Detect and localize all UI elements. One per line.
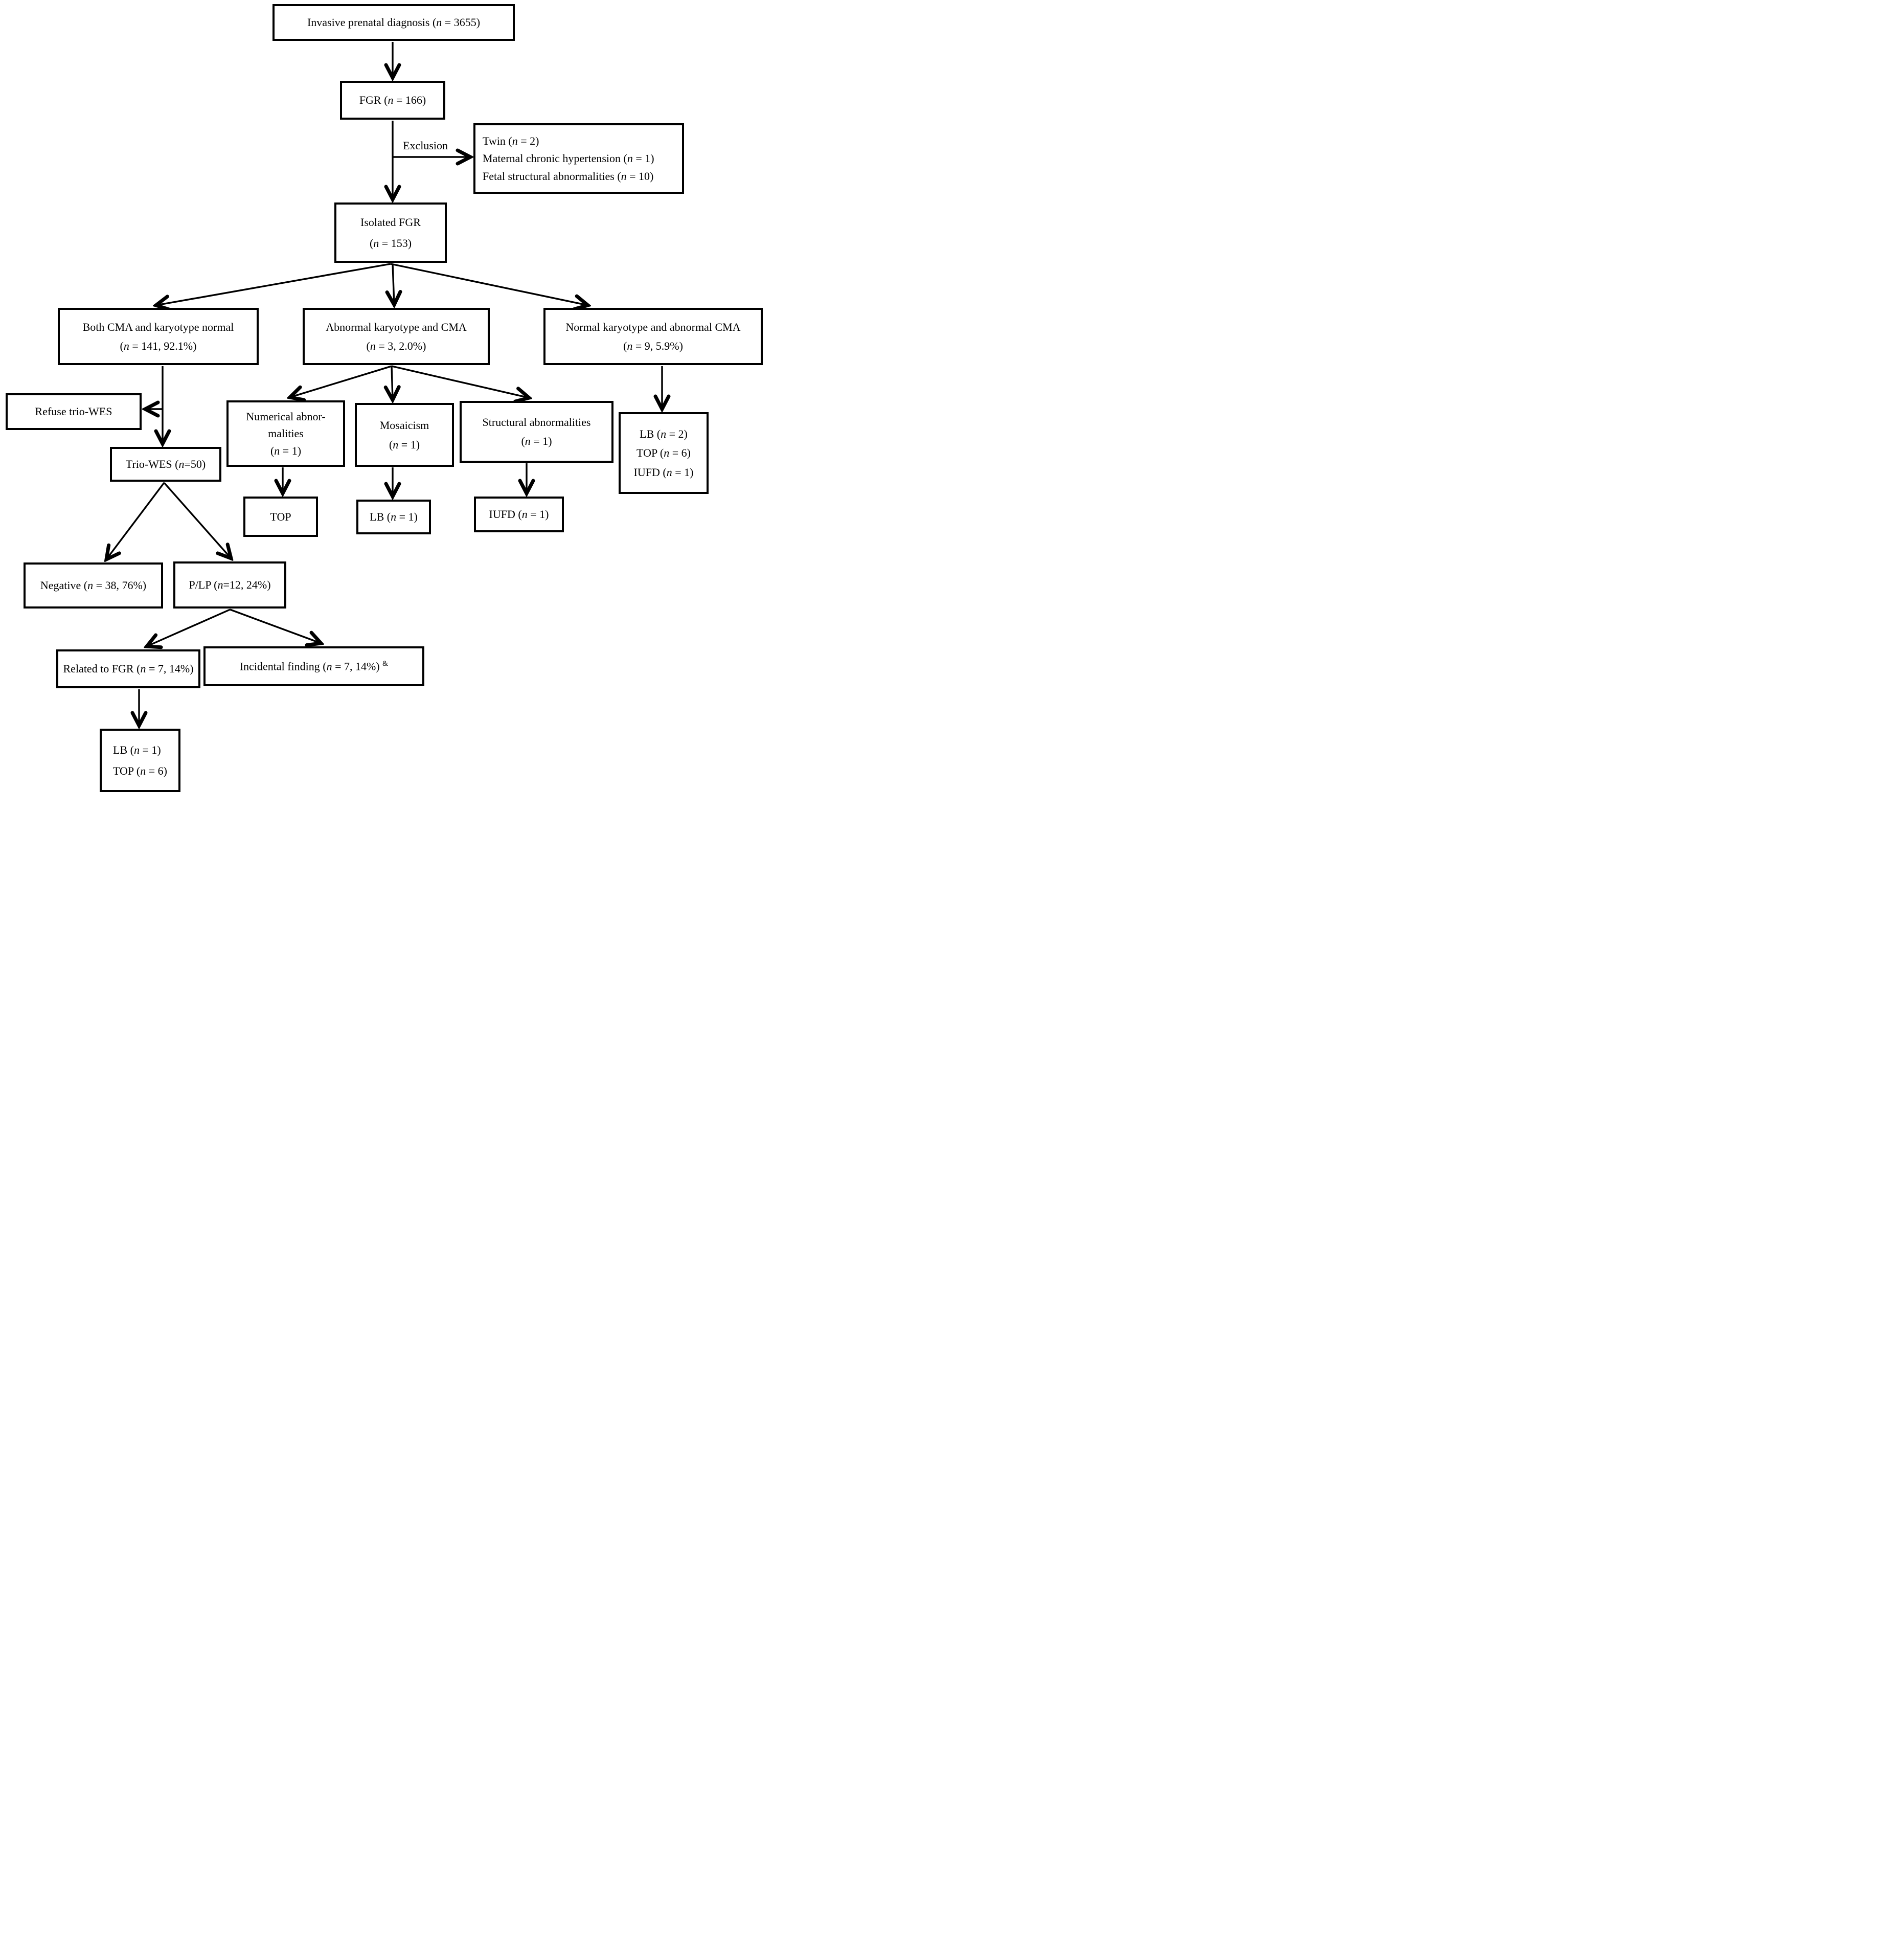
node-label: Twin (n = 2) (483, 134, 539, 147)
node-iufd-1: IUFD (n = 1) (474, 497, 564, 532)
node-label: Related to FGR (n = 7, 14%) (63, 662, 194, 675)
node-label: Mosaicism (379, 418, 429, 432)
node-label: Invasive prenatal diagnosis (n = 3655) (307, 16, 481, 29)
node-label: TOP (270, 510, 291, 523)
flow-arrow-triowes-to-negative (106, 482, 165, 559)
node-label: (n = 1) (521, 435, 552, 448)
node-label: Trio-WES (n=50) (125, 458, 206, 471)
node-invasive-prenatal-diagnosis: Invasive prenatal diagnosis (n = 3655) (272, 4, 515, 41)
node-trio-wes: Trio-WES (n=50) (110, 447, 221, 482)
node-label: FGR (n = 166) (359, 94, 426, 107)
flow-arrow-isolated-to-abnormal (393, 263, 394, 305)
node-fgr: FGR (n = 166) (340, 81, 445, 120)
node-p-lp: P/LP (n=12, 24%) (173, 561, 286, 609)
node-lb-top-iufd-outcomes: LB (n = 2) TOP (n = 6) IUFD (n = 1) (619, 412, 709, 494)
node-lb-top-final-outcomes: LB (n = 1) TOP (n = 6) (100, 729, 180, 792)
node-refuse-trio-wes: Refuse trio-WES (6, 393, 142, 430)
node-label: P/LP (n=12, 24%) (189, 578, 271, 592)
node-normal-karyotype-abnormal-cma: Normal karyotype and abnormal CMA (n = 9… (543, 308, 763, 365)
node-structural-abnormalities: Structural abnormalities (n = 1) (460, 401, 613, 463)
node-abnormal-karyotype-and-cma: Abnormal karyotype and CMA (n = 3, 2.0%) (303, 308, 490, 365)
node-label: (n = 153) (369, 237, 412, 250)
node-isolated-fgr: Isolated FGR (n = 153) (334, 202, 447, 263)
node-label: Isolated FGR (360, 215, 421, 229)
node-label: (n = 9, 5.9%) (623, 340, 683, 352)
flow-arrow-abnormal-to-mosaicism (392, 366, 393, 400)
node-related-to-fgr: Related to FGR (n = 7, 14%) (56, 649, 200, 688)
flow-arrow-isolated-to-normal_abn (390, 263, 588, 305)
node-label: TOP (n = 6) (113, 764, 167, 777)
node-label: Refuse trio-WES (35, 405, 112, 418)
node-label: Both CMA and karyotype normal (82, 320, 234, 333)
node-label: Structural abnormalities (482, 416, 591, 429)
node-label: (n = 1) (270, 444, 302, 458)
flow-arrow-isolated-to-both_normal (156, 263, 391, 305)
flow-arrow-abnormal-to-numerical (290, 365, 392, 397)
node-label: Negative (n = 38, 76%) (40, 579, 147, 592)
node-label: Numerical abnor- (246, 410, 326, 423)
node-label: Fetal structural abnormalities (n = 10) (483, 170, 654, 183)
node-lb-1: LB (n = 1) (356, 500, 431, 534)
node-label: IUFD (n = 1) (489, 508, 549, 521)
node-label: Incidental finding (n = 7, 14%) & (239, 660, 389, 673)
node-mosaicism: Mosaicism (n = 1) (355, 403, 454, 467)
node-label: (n = 1) (389, 438, 420, 451)
node-label: IUFD (n = 1) (633, 465, 694, 479)
flowchart-canvas: Invasive prenatal diagnosis (n = 3655) F… (0, 0, 767, 798)
node-both-cma-karyotype-normal: Both CMA and karyotype normal (n = 141, … (58, 308, 259, 365)
flow-arrow-triowes-to-plp (163, 482, 231, 558)
node-incidental-finding: Incidental finding (n = 7, 14%) & (203, 646, 424, 686)
node-label: LB (n = 1) (113, 743, 161, 756)
node-label: LB (n = 2) (640, 427, 688, 441)
node-label: LB (n = 1) (370, 510, 418, 524)
node-numerical-abnormalities: Numerical abnor- malities (n = 1) (226, 400, 345, 467)
flow-arrows (0, 42, 767, 798)
node-label: (n = 141, 92.1%) (120, 340, 197, 352)
node-top: TOP (243, 497, 318, 537)
node-label: TOP (n = 6) (636, 446, 691, 460)
node-label: Normal karyotype and abnormal CMA (565, 320, 741, 333)
node-label: (n = 3, 2.0%) (366, 340, 426, 352)
flow-arrow-plp-to-incidental (230, 609, 321, 643)
edge-label-exclusion: Exclusion (403, 139, 448, 152)
node-label: malities (268, 427, 304, 440)
node-label: Maternal chronic hypertension (n = 1) (483, 152, 654, 165)
node-label: Abnormal karyotype and CMA (326, 320, 467, 333)
flow-arrow-plp-to-related (147, 609, 231, 646)
flow-arrow-abnormal-to-structural (391, 365, 529, 398)
node-negative: Negative (n = 38, 76%) (24, 562, 163, 609)
node-exclusion-reasons: Twin (n = 2) Maternal chronic hypertensi… (473, 123, 684, 194)
